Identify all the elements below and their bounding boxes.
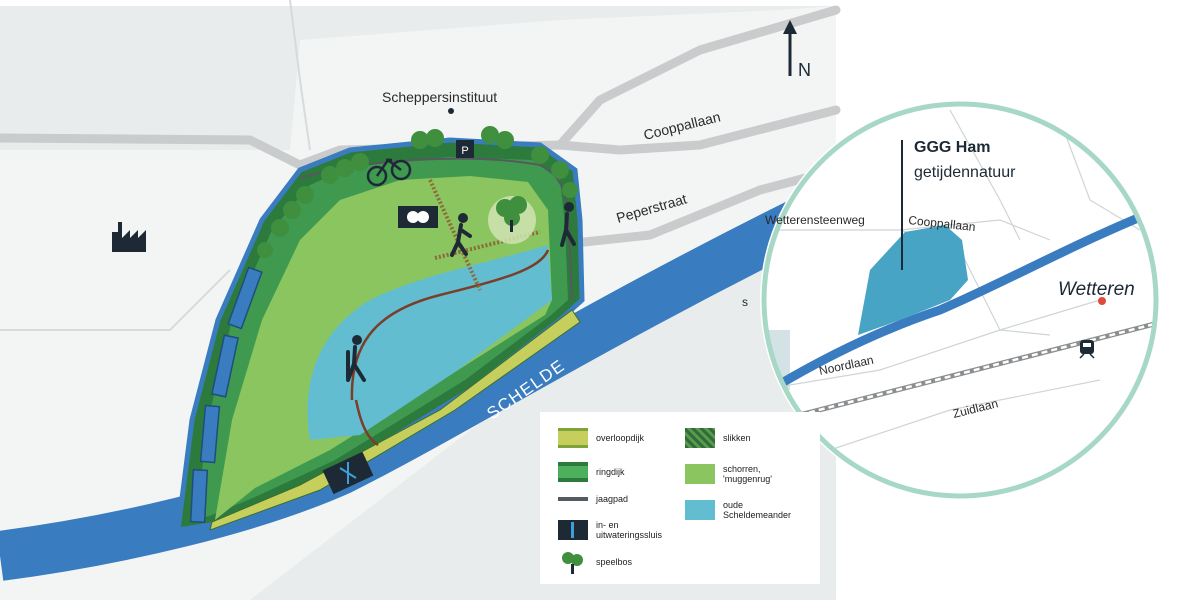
tree-row (257, 126, 578, 258)
road-west (0, 133, 305, 170)
road-cooppallaan (295, 105, 841, 170)
institute-label: Scheppersinstituut (382, 89, 497, 105)
legend-label: in- en uitwateringssluis (596, 520, 663, 540)
parcel-line (289, 0, 311, 151)
factory-icon (112, 222, 146, 252)
hiker-icon-east (560, 202, 576, 247)
parking-label: P (461, 145, 468, 157)
swatch-ringdijk (558, 462, 588, 482)
speelbos-legend-icon (558, 552, 588, 574)
legend-item-overloopdijk: overloopdijk (558, 428, 644, 448)
legend-label: oude Scheldemeander (723, 500, 792, 520)
legend-label: overloopdijk (596, 433, 645, 443)
legend-label: slikken (723, 433, 751, 443)
north-label: N (798, 60, 811, 80)
legend-item-speelbos: speelbos (558, 552, 633, 574)
road-north (555, 5, 841, 150)
dike-basins (189, 266, 263, 524)
swatch-sluis (558, 520, 588, 540)
legend-label: speelbos (596, 557, 633, 567)
swatch-jaagpad (558, 497, 588, 501)
inset-subtitle: getijdennatuur (914, 164, 1016, 181)
partial-label: s (742, 295, 748, 309)
legend: overloopdijk ringdijk jaagpad in- en uit… (540, 412, 820, 584)
road-peperstraat (570, 165, 841, 248)
swatch-slikken (685, 428, 715, 448)
inset-border (761, 101, 1159, 499)
trail-path (350, 249, 550, 401)
legend-item-sluis: in- en uitwateringssluis (558, 520, 662, 540)
swatch-overloopdijk (558, 428, 588, 448)
legend-label: ringdijk (596, 467, 625, 477)
inset-title: GGG Ham (914, 139, 990, 156)
oude-scheldemeander (307, 245, 552, 440)
legend-item-schorren: schorren, 'muggenrug' (685, 464, 772, 484)
inset-ggg-area (858, 225, 968, 335)
hiker-icon (450, 213, 472, 257)
inset-road-wetterensteenweg: Wetterensteenweg (765, 213, 865, 227)
road-network (0, 5, 841, 248)
inset-road-noordlaan (764, 299, 1101, 391)
trail-path-lower (354, 399, 379, 447)
institute-marker (448, 108, 454, 114)
bicycle-icon (366, 158, 412, 187)
legend-item-ringdijk: ringdijk (558, 462, 625, 482)
legend-item-slikken: slikken (685, 428, 751, 448)
speelbos-icon (496, 196, 527, 232)
sluice-arrows (339, 462, 357, 484)
inset-town-label: Wetteren (1058, 279, 1135, 300)
town-marker (1098, 297, 1106, 305)
legend-item-oude: oude Scheldemeander (685, 500, 791, 520)
swatch-schorren (685, 464, 715, 484)
north-arrow (783, 20, 797, 76)
legend-item-jaagpad: jaagpad (558, 494, 628, 504)
parcel-line-west (0, 269, 231, 331)
inset-map (764, 104, 1156, 496)
train-icon (1079, 340, 1095, 359)
parking-sign (456, 140, 474, 158)
swatch-oude (685, 500, 715, 520)
inset-road-steenweg (770, 219, 1051, 241)
inset-road-zuidlaan (799, 379, 1101, 461)
legend-label: jaagpad (596, 494, 629, 504)
inset-river (767, 200, 1156, 394)
ticket-icon (398, 206, 438, 228)
hiker-icon-meander (346, 335, 366, 382)
boardwalk (428, 179, 541, 291)
legend-label: schorren, 'muggenrug' (723, 464, 772, 484)
